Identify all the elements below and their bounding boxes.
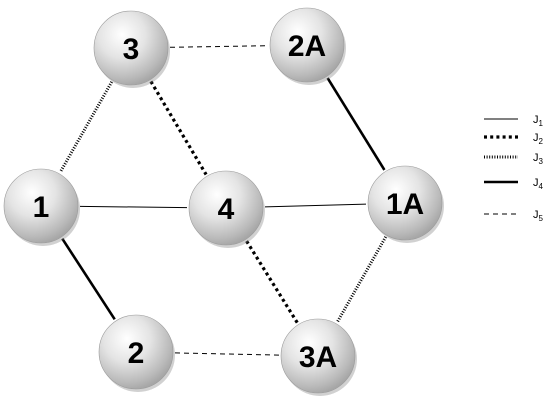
legend-label-j3: J3 [533, 152, 544, 166]
legend-label-j1: J1 [533, 114, 544, 128]
node-3: 3 [93, 10, 170, 88]
legend-label-j5: J5 [533, 209, 544, 223]
node-3A: 3A [280, 318, 357, 396]
legend-item-j5: J5 [484, 209, 544, 223]
node-2: 2 [98, 314, 175, 392]
node-label: 1A [386, 188, 424, 221]
node-sphere [280, 318, 356, 394]
legend-item-j4: J4 [484, 177, 544, 191]
legend-label-subscript: 2 [539, 137, 544, 146]
edge-j5-n3-n2A [169, 45, 269, 48]
node-sphere [98, 314, 174, 390]
node-sphere [3, 168, 79, 244]
legend-item-j3: J3 [484, 152, 544, 166]
legend-label-main: J [533, 177, 539, 189]
legend-item-j1: J1 [484, 114, 544, 128]
legend-label-main: J [533, 152, 539, 164]
legend-label-j4: J4 [533, 177, 544, 191]
node-sphere [269, 7, 345, 83]
node-sphere [188, 170, 264, 246]
legend-label-main: J [533, 209, 539, 221]
edge-j4-n2A-n1A [326, 77, 386, 171]
nodes: 1 2 3 4 1A 2A 3A [3, 7, 444, 396]
legend-label-subscript: 3 [539, 157, 544, 166]
edges [58, 45, 388, 356]
legend-label-main: J [533, 114, 539, 126]
legend-item-j2: J2 [484, 132, 544, 146]
legend-label-main: J [533, 132, 539, 144]
node-label: 2A [288, 30, 326, 63]
node-sphere [93, 10, 169, 86]
node-label: 3A [299, 341, 337, 374]
node-sphere [367, 165, 443, 241]
edge-j3-n3-n1 [58, 81, 114, 173]
legend-label-subscript: 1 [539, 119, 544, 128]
edge-j1-n4-n1A [264, 203, 367, 208]
legend-label-subscript: 5 [539, 214, 544, 223]
node-1A: 1A [367, 165, 444, 243]
edge-j3-n1A-n3A [335, 236, 388, 323]
node-label: 2 [128, 337, 145, 370]
edge-j5-n2-n3A [174, 352, 280, 356]
edge-j2-n3-n4 [149, 80, 208, 176]
edge-j2-n4-n3A [245, 240, 299, 324]
node-4: 4 [188, 170, 265, 248]
node-label: 1 [33, 191, 50, 224]
legend-label-subscript: 4 [539, 182, 544, 191]
node-1: 1 [3, 168, 80, 246]
node-label: 4 [218, 193, 235, 226]
edge-j1-n1-n4 [79, 205, 188, 209]
node-label: 3 [123, 33, 140, 66]
edge-j4-n1-n2 [61, 237, 116, 321]
legend-label-j2: J2 [533, 132, 544, 146]
node-2A: 2A [269, 7, 346, 85]
